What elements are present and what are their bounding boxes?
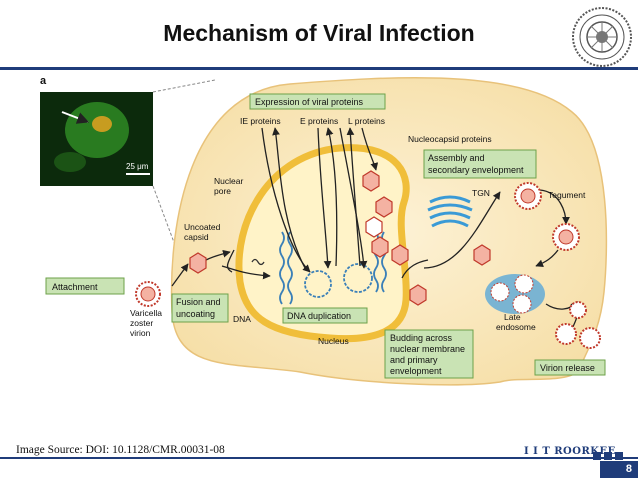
enveloped-virions <box>485 182 601 349</box>
institute-seal-icon <box>572 7 632 67</box>
nucleocapsid-label: Nucleocapsid proteins <box>408 134 492 144</box>
uncoated-label-1: Uncoated <box>184 222 221 232</box>
expression-box <box>249 93 386 110</box>
late-endosome-label-2: endosome <box>496 322 536 332</box>
expression-label: Expression of viral proteins <box>255 97 364 107</box>
brand-squares-icon <box>593 447 626 465</box>
scale-bar-label: 25 μm <box>126 162 149 171</box>
title-rule <box>0 67 638 70</box>
dna-duplication-label: DNA duplication <box>287 311 351 321</box>
panel-letter: a <box>40 75 47 87</box>
budding-box <box>384 329 474 379</box>
image-source: Image Source: DOI: 10.1128/CMR.00031-08 <box>16 444 225 456</box>
varicella-label-3: virion <box>130 328 151 338</box>
page-number: 8 <box>600 461 638 478</box>
release-label: Virion release <box>540 363 595 373</box>
fusion-box <box>171 293 229 323</box>
varicella-label-2: zoster <box>130 318 153 328</box>
release-box <box>534 359 606 376</box>
fusion-label-1: Fusion and <box>176 297 221 307</box>
e-proteins-label: E proteins <box>300 116 338 126</box>
budding-label-2: nuclear membrane <box>390 344 465 354</box>
tgn-label: TGN <box>472 188 490 198</box>
uncoated-label-2: capsid <box>184 232 209 242</box>
l-proteins-label: L proteins <box>348 116 385 126</box>
varicella-label-1: Varicella <box>130 308 162 318</box>
nuclear-pore-label-2: pore <box>214 186 231 196</box>
assembly-box <box>423 149 537 179</box>
capsid-hexagons <box>189 170 491 306</box>
varicella-virion <box>135 281 161 307</box>
nuclear-pore-label-1: Nuclear <box>214 176 243 186</box>
attachment-box <box>45 277 125 295</box>
assembly-label-1: Assembly and <box>428 153 485 163</box>
dna-label: DNA <box>233 314 251 324</box>
nucleus-label: Nucleus <box>318 336 349 346</box>
viral-infection-diagram: a 25 μm <box>40 75 608 386</box>
attachment-label: Attachment <box>52 282 98 292</box>
footer-rule <box>0 457 638 459</box>
assembly-label-2: secondary envelopment <box>428 165 524 175</box>
fusion-label-2: uncoating <box>176 309 215 319</box>
ie-proteins-label: IE proteins <box>240 116 281 126</box>
dna-duplication-box <box>282 307 368 324</box>
budding-label-1: Budding across <box>390 333 453 343</box>
tgn-stack <box>427 195 473 228</box>
tegument-label: Tegument <box>548 190 586 200</box>
late-endosome-label-1: Late <box>504 312 521 322</box>
budding-label-3: and primary <box>390 355 438 365</box>
institute-brand: I I T ROORKEE <box>524 446 616 457</box>
budding-label-4: envelopment <box>390 366 442 376</box>
slide-title: Mechanism of Viral Infection <box>163 20 475 46</box>
micrograph: 25 μm <box>40 92 153 186</box>
